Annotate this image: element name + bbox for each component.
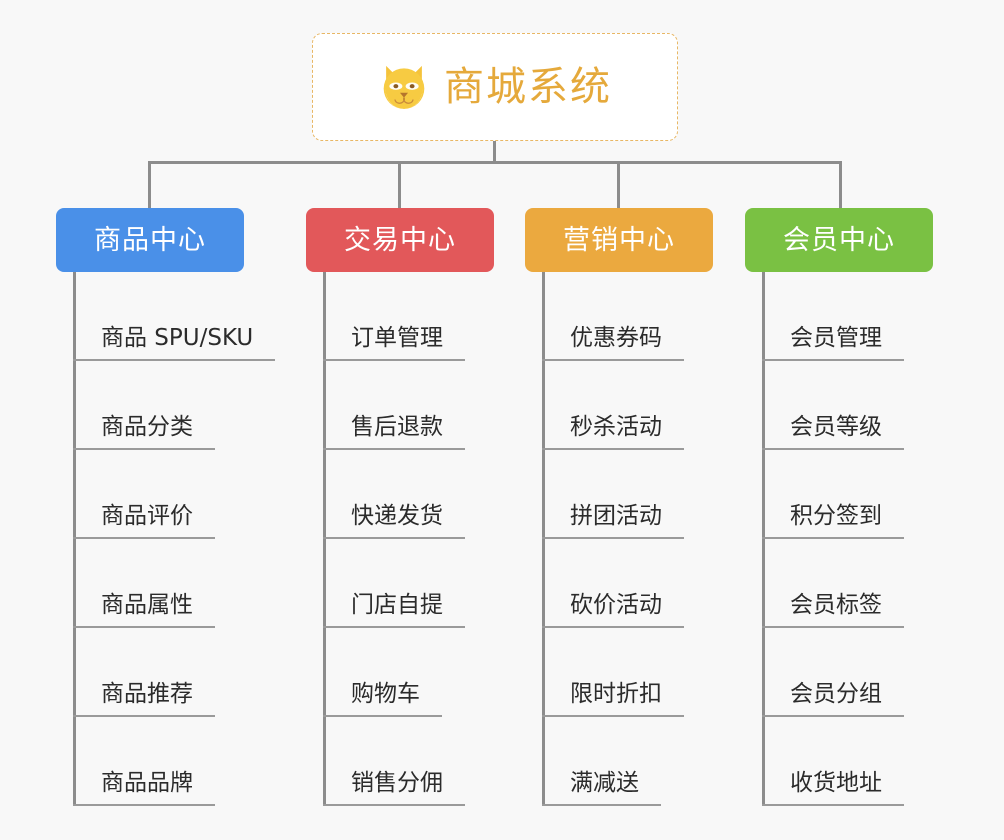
list-item[interactable]: 会员等级 [745, 361, 995, 450]
leaf-label: 会员标签 [790, 591, 882, 618]
list-item[interactable]: 会员标签 [745, 539, 995, 628]
leaf-label: 满减送 [570, 769, 639, 796]
leaf-list: 商品 SPU/SKU 商品分类 商品评价 商品属性 商品推荐 商品品牌 [56, 272, 356, 806]
list-item[interactable]: 门店自提 [306, 539, 546, 628]
leaf-label: 会员等级 [790, 413, 882, 440]
list-item[interactable]: 满减送 [525, 717, 765, 806]
list-item[interactable]: 收货地址 [745, 717, 995, 806]
list-item[interactable]: 会员分组 [745, 628, 995, 717]
leaf-label: 订单管理 [351, 324, 443, 351]
list-item[interactable]: 订单管理 [306, 272, 546, 361]
shiba-dog-face-icon [383, 65, 425, 111]
list-item[interactable]: 商品评价 [56, 450, 356, 539]
category-header-product-center[interactable]: 商品中心 [56, 208, 244, 272]
connector-horizontal-bus [148, 161, 842, 164]
branch-trunk-line [762, 272, 765, 806]
list-item[interactable]: 快递发货 [306, 450, 546, 539]
leaf-label: 商品分类 [101, 413, 193, 440]
leaf-label: 优惠券码 [570, 324, 662, 351]
list-item[interactable]: 优惠券码 [525, 272, 765, 361]
branch-trunk-line [323, 272, 326, 806]
category-label: 商品中心 [94, 224, 206, 256]
connector-root-stem [493, 141, 496, 163]
leaf-label: 秒杀活动 [570, 413, 662, 440]
leaf-list: 订单管理 售后退款 快递发货 门店自提 购物车 销售分佣 [306, 272, 546, 806]
leaf-list: 会员管理 会员等级 积分签到 会员标签 会员分组 收货地址 [745, 272, 995, 806]
connector-drop-3 [617, 161, 620, 208]
leaf-list: 优惠券码 秒杀活动 拼团活动 砍价活动 限时折扣 满减送 [525, 272, 765, 806]
list-item[interactable]: 商品分类 [56, 361, 356, 450]
leaf-label: 砍价活动 [570, 591, 662, 618]
list-item[interactable]: 拼团活动 [525, 450, 765, 539]
connector-drop-4 [839, 161, 842, 208]
category-label: 交易中心 [344, 224, 456, 256]
list-item[interactable]: 售后退款 [306, 361, 546, 450]
leaf-label: 快递发货 [351, 502, 443, 529]
leaf-label: 门店自提 [351, 591, 443, 618]
leaf-label: 会员管理 [790, 324, 882, 351]
leaf-label: 商品品牌 [101, 769, 193, 796]
root-title: 商城系统 [444, 64, 612, 110]
list-item[interactable]: 商品推荐 [56, 628, 356, 717]
leaf-label: 销售分佣 [351, 769, 443, 796]
branch-column-product-center: 商品中心 商品 SPU/SKU 商品分类 商品评价 商品属性 商品推荐 商品品牌 [56, 208, 356, 806]
category-header-trade-center[interactable]: 交易中心 [306, 208, 494, 272]
category-header-marketing-center[interactable]: 营销中心 [525, 208, 713, 272]
category-label: 营销中心 [563, 224, 675, 256]
category-label: 会员中心 [783, 224, 895, 256]
connector-drop-1 [148, 161, 151, 208]
branch-column-member-center: 会员中心 会员管理 会员等级 积分签到 会员标签 会员分组 收货地址 [745, 208, 995, 806]
connector-drop-2 [398, 161, 401, 208]
branch-column-marketing-center: 营销中心 优惠券码 秒杀活动 拼团活动 砍价活动 限时折扣 满减送 [525, 208, 765, 806]
list-item[interactable]: 商品 SPU/SKU [56, 272, 356, 361]
branch-column-trade-center: 交易中心 订单管理 售后退款 快递发货 门店自提 购物车 销售分佣 [306, 208, 546, 806]
list-item[interactable]: 秒杀活动 [525, 361, 765, 450]
list-item[interactable]: 限时折扣 [525, 628, 765, 717]
branch-trunk-line [73, 272, 76, 806]
list-item[interactable]: 砍价活动 [525, 539, 765, 628]
leaf-label: 收货地址 [790, 769, 882, 796]
list-item[interactable]: 商品属性 [56, 539, 356, 628]
branch-trunk-line [542, 272, 545, 806]
leaf-label: 积分签到 [790, 502, 882, 529]
list-item[interactable]: 积分签到 [745, 450, 995, 539]
list-item[interactable]: 购物车 [306, 628, 546, 717]
list-item[interactable]: 销售分佣 [306, 717, 546, 806]
list-item[interactable]: 商品品牌 [56, 717, 356, 806]
list-item[interactable]: 会员管理 [745, 272, 995, 361]
leaf-label: 限时折扣 [570, 680, 662, 707]
leaf-label: 商品 SPU/SKU [101, 324, 254, 351]
leaf-label: 会员分组 [790, 680, 882, 707]
leaf-label: 商品推荐 [101, 680, 193, 707]
leaf-label: 售后退款 [351, 413, 443, 440]
leaf-label: 商品属性 [101, 591, 193, 618]
leaf-label: 商品评价 [101, 502, 193, 529]
root-node[interactable]: 商城系统 [312, 33, 678, 141]
category-header-member-center[interactable]: 会员中心 [745, 208, 933, 272]
leaf-label: 拼团活动 [570, 502, 662, 529]
leaf-label: 购物车 [351, 680, 420, 707]
